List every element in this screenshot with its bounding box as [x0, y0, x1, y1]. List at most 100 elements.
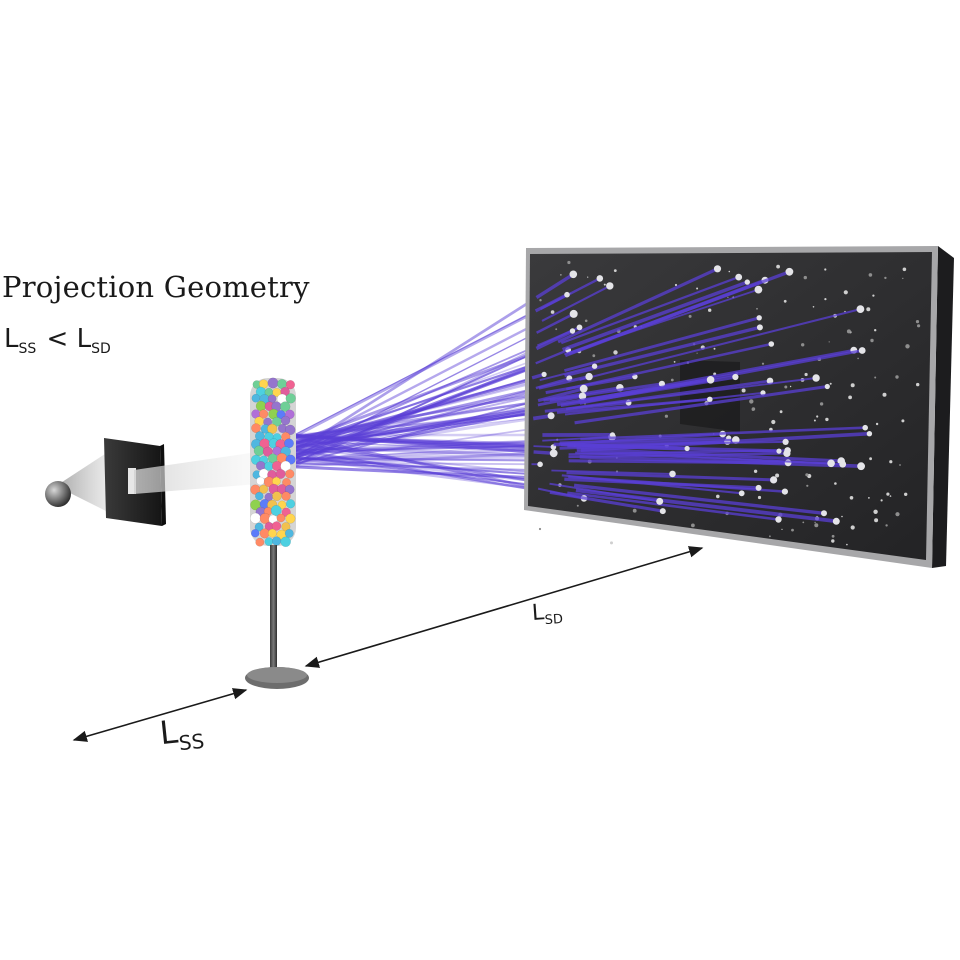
detector-speckle [889, 495, 892, 497]
sample-bead [254, 431, 265, 441]
diffraction-ray-segment [560, 276, 740, 345]
detector-speckle [592, 354, 596, 358]
sample-bead [250, 528, 260, 538]
relation-right-symbol: L [76, 324, 92, 354]
diffraction-ray-segment [541, 284, 611, 322]
diffraction-spot [756, 324, 763, 331]
diffraction-ray-segment [566, 471, 774, 482]
detector-speckle [713, 347, 716, 350]
relation-operator: < [46, 324, 69, 354]
detector-speckle [902, 267, 907, 272]
diffraction-spot [782, 438, 789, 445]
diffraction-ray-segment [580, 426, 866, 441]
lss-symbol: L [157, 712, 180, 753]
diffraction-spot [569, 270, 578, 279]
diffraction-spot [776, 448, 782, 454]
diffraction-ray-segment [575, 451, 832, 465]
lsd-label: LSD [531, 599, 563, 629]
detector-speckle [889, 460, 893, 464]
diffraction-spot [547, 412, 555, 420]
diffraction-ray-segment [564, 316, 760, 372]
sample-bead [280, 415, 291, 426]
diffraction-spot [706, 376, 715, 384]
detector-speckle [610, 541, 613, 545]
detector-speckle [603, 283, 606, 286]
sample-bead [280, 536, 291, 548]
detector-speckle [899, 464, 901, 466]
diffraction-spot [549, 449, 558, 458]
sample-bead [249, 512, 261, 524]
detector-speckle [904, 492, 908, 496]
diffraction-ray-segment [535, 348, 569, 365]
diffraction-ray-segment [556, 398, 710, 414]
length-relation: LSS < LSD [4, 324, 113, 357]
detector-speckle [872, 294, 875, 297]
relation-left-subscript: SS [18, 341, 37, 357]
detector-speckle [716, 494, 720, 499]
detector-speckle [673, 361, 676, 363]
diffraction-ray-segment [574, 384, 828, 425]
diffraction-spot [596, 275, 604, 282]
detector-speckle [901, 419, 905, 423]
xray-source [45, 481, 71, 507]
diffraction-spot [768, 341, 775, 347]
relation-left-symbol: L [4, 324, 19, 354]
sample-bead [285, 393, 296, 404]
diffraction-spot [738, 490, 745, 497]
collimated-beam [134, 452, 258, 494]
diffraction-spot [537, 461, 543, 468]
sample-bead [285, 513, 296, 524]
sample-bead [255, 537, 265, 547]
detector-speckle [613, 350, 618, 355]
diffraction-spot [856, 305, 865, 313]
detector-speckle [868, 497, 870, 499]
detector-speckle [824, 298, 827, 301]
detector-speckle [895, 375, 899, 379]
detector-speckle [783, 299, 787, 303]
detector-speckle [801, 343, 805, 347]
diffraction-ray-segment [549, 490, 664, 513]
detector-speckle [869, 457, 872, 461]
detector-speckle [727, 296, 729, 299]
diffraction-ray-segment [564, 288, 759, 356]
sample-bead [256, 476, 265, 486]
sample-bead [284, 424, 296, 436]
detector-speckle [776, 264, 780, 269]
diffraction-ray-segment [579, 308, 861, 381]
detector-speckle [902, 277, 904, 280]
detector-speckle [775, 473, 780, 478]
diffraction-ray-segment [537, 394, 583, 407]
sample-bead [277, 500, 287, 510]
sample-bead [264, 537, 274, 546]
diffraction-spot [684, 445, 690, 452]
detector-speckle [895, 512, 900, 517]
diffraction-ray-segment [549, 482, 660, 503]
detector-speckle [771, 419, 776, 425]
diffraction-spot [564, 291, 570, 298]
lsd-dimension-arrow [304, 546, 704, 668]
diffraction-spot [770, 476, 778, 484]
sample-bead [254, 522, 264, 532]
diffraction-ray-segment [533, 445, 554, 448]
detector-speckle [769, 535, 771, 538]
detector-speckle [917, 324, 921, 328]
diffraction-ray-segment [534, 293, 568, 313]
diffraction-ray-segment [572, 377, 817, 410]
detector-speckle [874, 518, 879, 523]
sample-bead [285, 469, 295, 479]
detector-speckle [849, 496, 854, 500]
detector-speckle [819, 402, 824, 406]
diffraction-spot [827, 459, 835, 468]
diffraction-spot [754, 285, 763, 294]
detector-speckle [555, 328, 558, 331]
diffraction-ray-segment [564, 325, 761, 378]
detector-speckle [753, 469, 758, 473]
sample-bead [280, 460, 292, 472]
lss-subscript: SS [177, 728, 206, 756]
diffraction-ray-segment [568, 440, 786, 447]
sample-bead [270, 505, 282, 516]
detector-speckle [814, 523, 819, 528]
diffraction-ray-segment [535, 329, 574, 351]
detector-speckle [567, 260, 571, 265]
sample-bead [279, 401, 291, 412]
